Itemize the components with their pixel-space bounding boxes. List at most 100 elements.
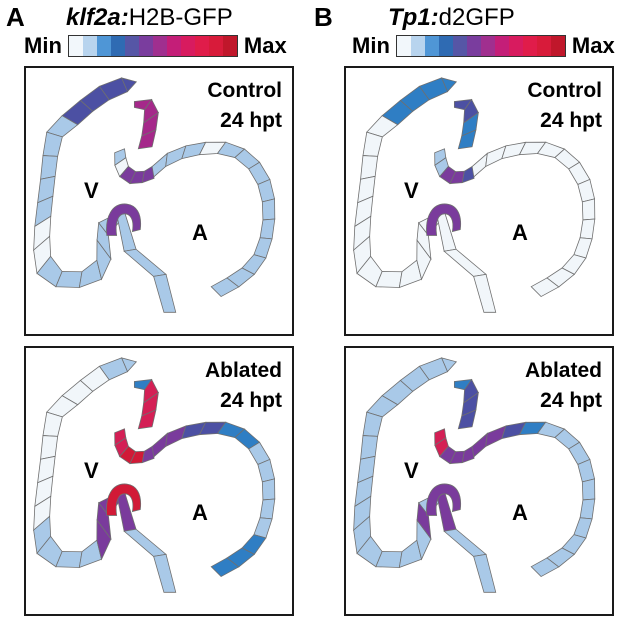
- tissue-segment: [473, 273, 497, 313]
- tissue-segment: [40, 435, 59, 460]
- condition-label: Ablated 24 hpt: [205, 356, 282, 416]
- scale-swatch: [522, 36, 537, 56]
- atrium-label: A: [512, 220, 528, 245]
- scale-swatch: [96, 36, 111, 56]
- av-canal-segment: [426, 483, 462, 516]
- tissue-segment: [137, 129, 157, 150]
- heart-panel-klf2a-control: Control 24 hpt V A: [24, 66, 294, 336]
- panel-a-title-reporter: H2B-GFP: [128, 4, 233, 31]
- scale-swatch: [508, 36, 523, 56]
- scale-swatch: [396, 36, 411, 56]
- condition-time: 24 hpt: [540, 109, 602, 132]
- scale-swatch: [180, 36, 195, 56]
- tissue-segment: [573, 517, 593, 539]
- tissue-segment: [471, 152, 488, 180]
- ventricle-label: V: [84, 178, 99, 203]
- condition-name: Ablated: [524, 359, 602, 382]
- scale-swatch: [480, 36, 495, 56]
- panel-letter-b: B: [314, 2, 333, 32]
- tissue-segment: [42, 131, 63, 157]
- panel-a-title-gene: klf2a:: [66, 4, 129, 31]
- panel-b-title-reporter: d2GFP: [438, 4, 515, 31]
- scale-swatch: [536, 36, 551, 56]
- scale-swatch: [452, 36, 467, 56]
- atrium-label: A: [192, 500, 208, 525]
- heart-panel-klf2a-ablated: Ablated 24 hpt V A: [24, 346, 294, 616]
- tissue-segment: [457, 409, 477, 430]
- condition-name: Ablated: [204, 359, 282, 382]
- tissue-segment: [253, 517, 273, 539]
- tissue-segment: [141, 165, 155, 184]
- scale-swatch: [110, 36, 125, 56]
- scale-swatch: [494, 36, 509, 56]
- tissue-segment: [153, 273, 177, 313]
- scale-swatch: [82, 36, 97, 56]
- heart-panel-tp1-ablated: Ablated 24 hpt V A: [344, 346, 614, 616]
- heart-panel-tp1-control: Control 24 hpt V A: [344, 66, 614, 336]
- color-scale-b: Min Max: [352, 32, 615, 60]
- atrium-label: A: [192, 220, 208, 245]
- tissue-segment: [151, 432, 168, 460]
- tissue-segment: [471, 432, 488, 460]
- tissue-segment: [40, 155, 59, 180]
- scale-swatch: [124, 36, 139, 56]
- tissue-segment: [259, 218, 276, 240]
- condition-time: 24 hpt: [540, 389, 602, 412]
- tissue-segment: [443, 528, 487, 557]
- tissue-segment: [210, 277, 240, 298]
- scale-min-label: Min: [352, 33, 390, 58]
- tissue-segment: [261, 478, 276, 501]
- scale-swatch: [222, 36, 237, 56]
- tissue-segment: [42, 411, 63, 437]
- tissue-segment: [253, 237, 273, 259]
- tissue-segment: [261, 198, 276, 221]
- tissue-segment: [473, 553, 497, 593]
- av-canal-segment: [106, 203, 142, 236]
- scale-swatch: [424, 36, 439, 56]
- condition-name: Control: [207, 79, 282, 102]
- scale-swatch: [152, 36, 167, 56]
- tissue-segment: [123, 528, 167, 557]
- heart-diagram: [33, 77, 276, 313]
- scale-max-label: Max: [243, 33, 287, 58]
- tissue-segment: [579, 498, 596, 520]
- scale-swatch: [138, 36, 153, 56]
- scale-swatch: [466, 36, 481, 56]
- tissue-segment: [579, 218, 596, 240]
- tissue-segment: [137, 409, 157, 430]
- tissue-segment: [153, 553, 177, 593]
- condition-label: Control 24 hpt: [207, 76, 282, 136]
- tissue-segment: [581, 198, 596, 221]
- heart-diagram: [353, 357, 596, 593]
- av-canal-segment: [106, 483, 142, 516]
- condition-time: 24 hpt: [220, 389, 282, 412]
- tissue-segment: [141, 445, 155, 464]
- tissue-segment: [362, 411, 383, 437]
- color-scale-a: Min Max: [24, 32, 287, 60]
- tissue-segment: [461, 165, 475, 184]
- tissue-segment: [457, 129, 477, 150]
- scale-min-label: Min: [24, 33, 62, 58]
- tissue-segment: [530, 277, 560, 298]
- tissue-segment: [259, 498, 276, 520]
- heart-diagram: [33, 357, 276, 593]
- scale-gradient: [395, 35, 566, 57]
- scale-swatch: [208, 36, 223, 56]
- atrium-label: A: [512, 500, 528, 525]
- tissue-segment: [123, 248, 167, 277]
- tissue-segment: [461, 445, 475, 464]
- tissue-segment: [581, 478, 596, 501]
- panel-b-title-gene: Tp1:: [388, 4, 439, 31]
- scale-swatch: [410, 36, 425, 56]
- scale-swatch: [166, 36, 181, 56]
- scale-swatch: [194, 36, 209, 56]
- av-canal-segment: [426, 203, 462, 236]
- condition-name: Control: [527, 79, 602, 102]
- tissue-segment: [530, 557, 560, 578]
- tissue-segment: [443, 248, 487, 277]
- panel-b-title: Tp1:d2GFP: [388, 4, 515, 32]
- scale-gradient: [67, 35, 238, 57]
- scale-max-label: Max: [571, 33, 615, 58]
- tissue-segment: [360, 435, 379, 460]
- scale-swatch: [438, 36, 453, 56]
